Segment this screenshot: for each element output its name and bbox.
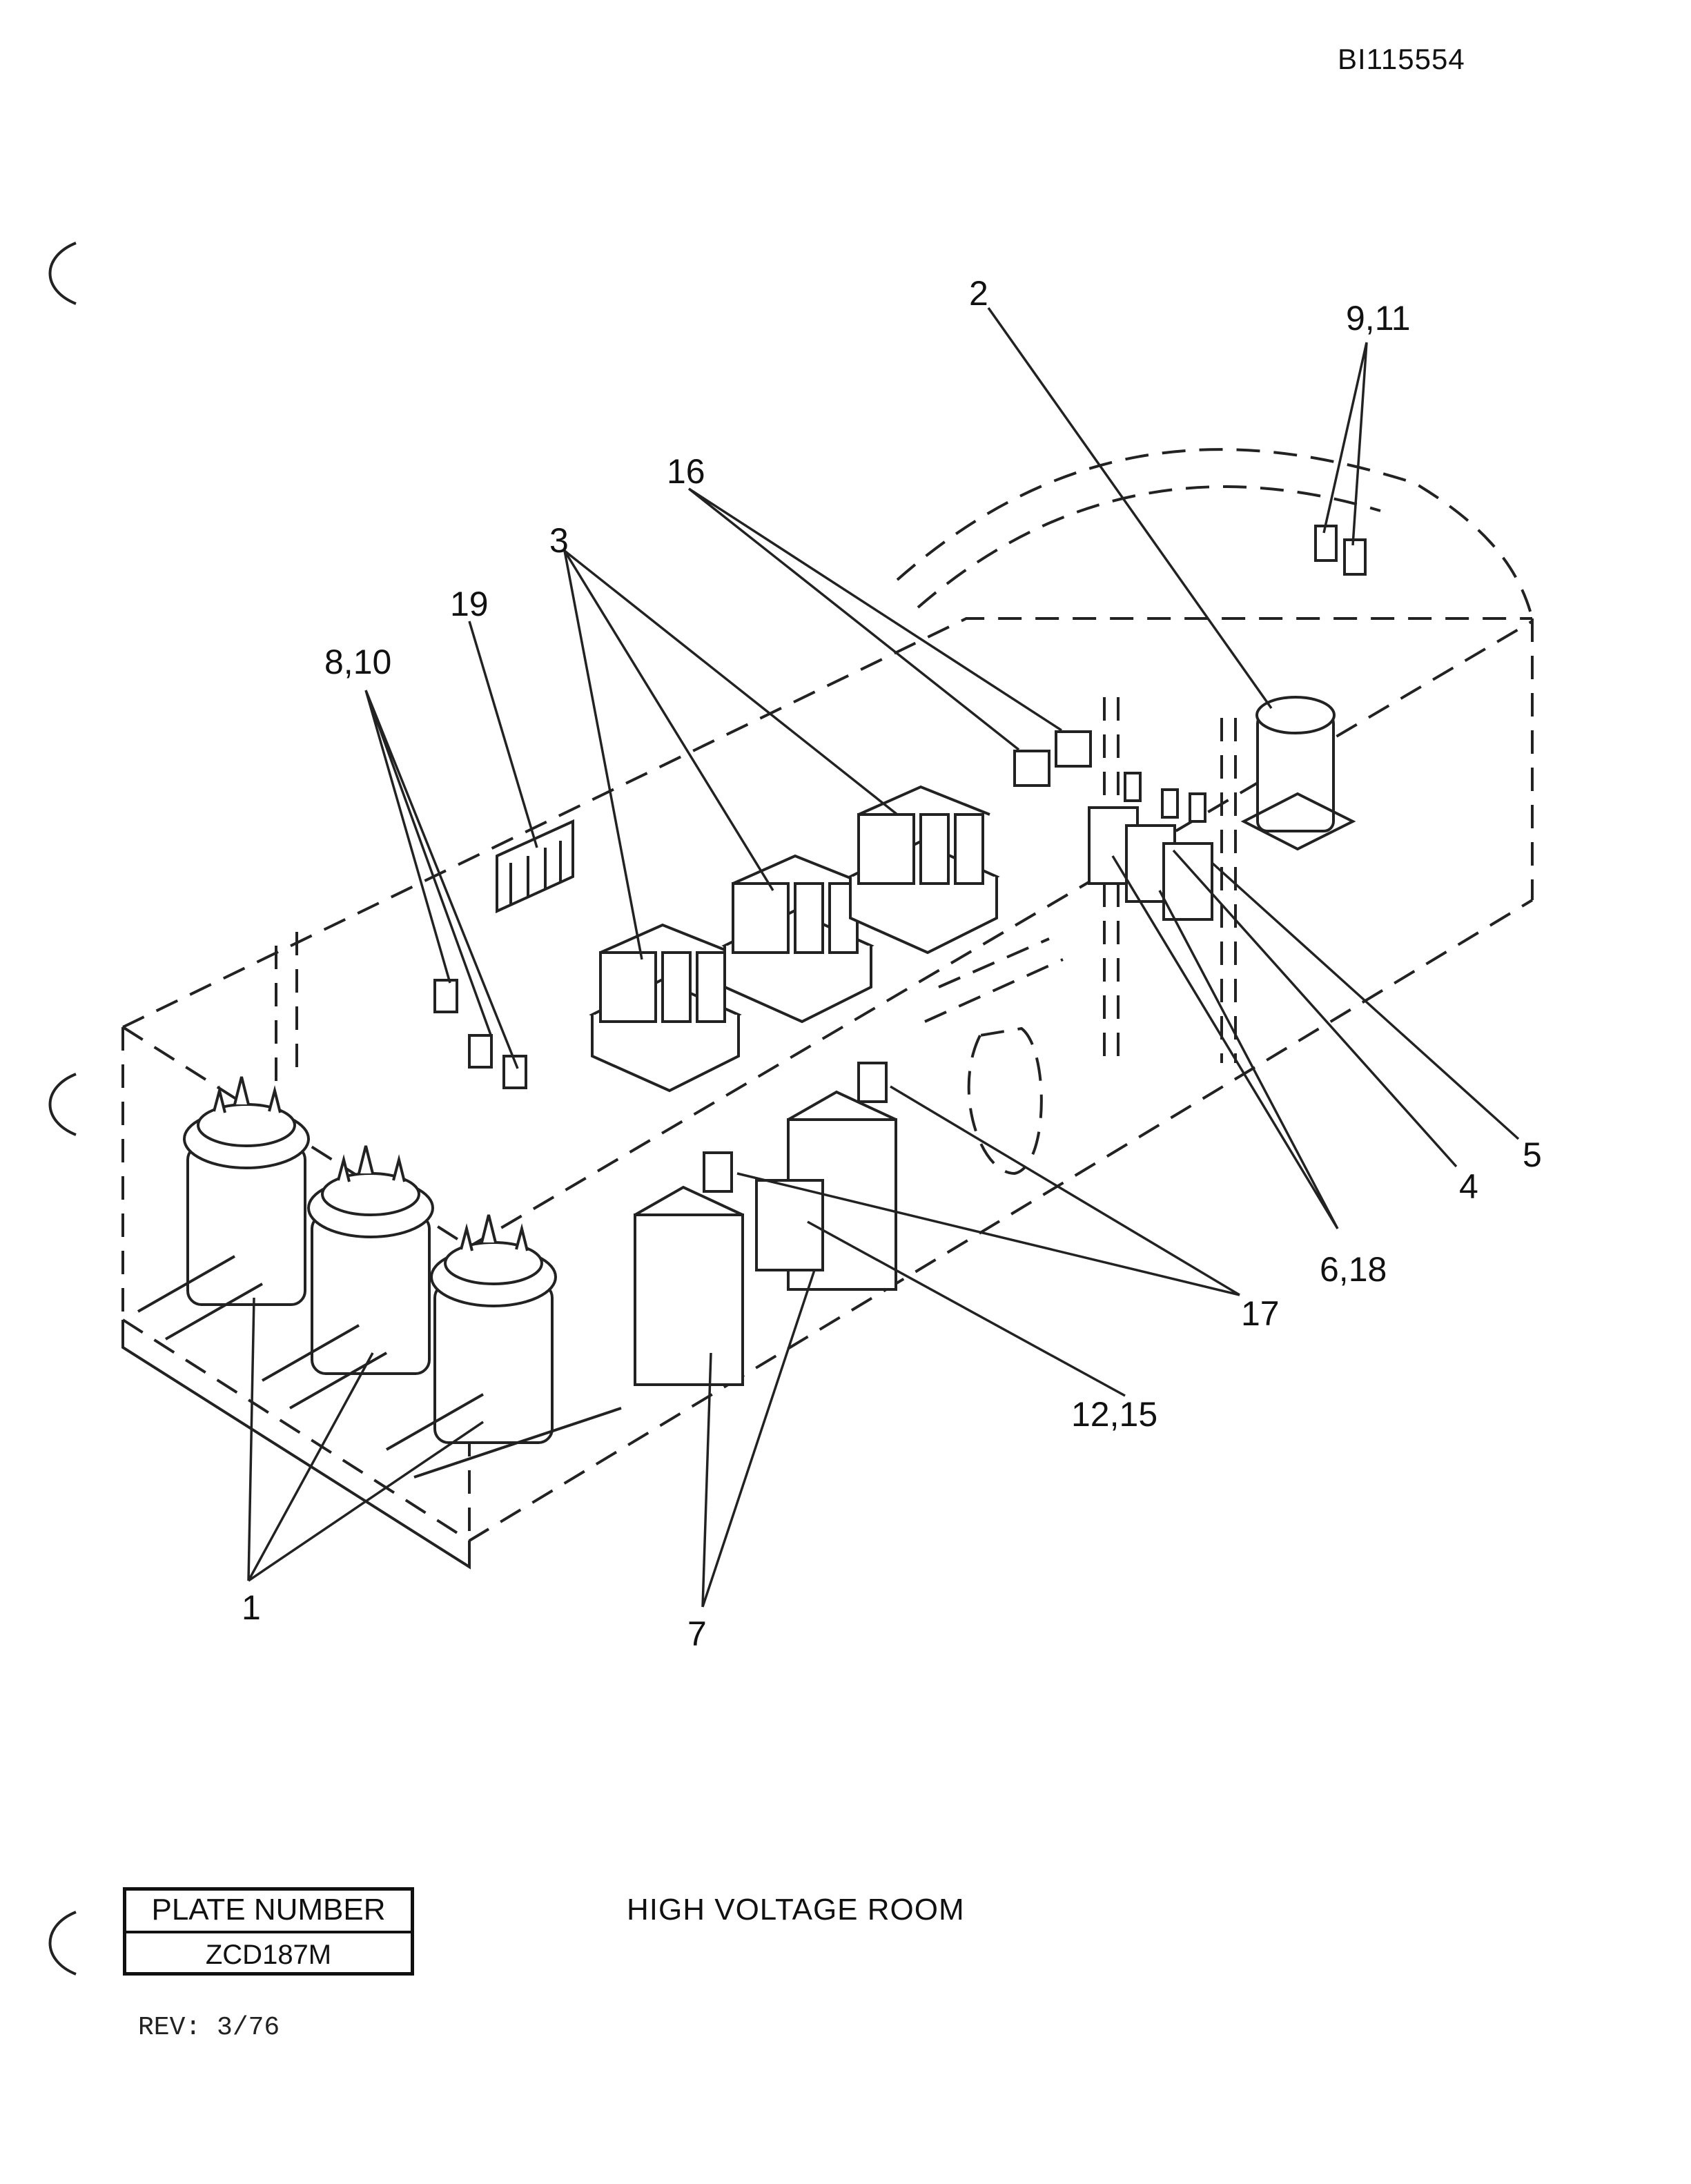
reactor-group — [589, 785, 1000, 1093]
connector-17b — [857, 1062, 888, 1103]
motor-2 — [1240, 696, 1356, 851]
leader-lines — [247, 306, 1520, 1608]
reactor-1 — [589, 923, 742, 1093]
callout-12-15: 12,15 — [1071, 1395, 1157, 1434]
diagram-title: HIGH VOLTAGE ROOM — [627, 1893, 965, 1927]
transformer-1 — [183, 1076, 310, 1306]
cabinet-group — [634, 1062, 897, 1386]
transformer-3 — [430, 1214, 557, 1444]
switchgear-4-5-6 — [1088, 772, 1213, 921]
rack-19 — [496, 819, 574, 914]
plate-label: PLATE NUMBER — [126, 1891, 411, 1933]
callout-6-18: 6,18 — [1320, 1250, 1387, 1289]
plate-number: ZCD187M — [205, 1940, 332, 1970]
devices-16 — [1013, 730, 1092, 787]
callout-7: 7 — [687, 1615, 707, 1653]
punch-hole-3 — [48, 1911, 77, 1976]
reactor-3 — [847, 785, 1000, 955]
devices-8-10 — [433, 979, 527, 1089]
punch-hole-2 — [48, 1073, 77, 1136]
floor-edge — [121, 1320, 471, 1570]
connector-17a — [703, 1151, 733, 1193]
reactor-2 — [721, 854, 874, 1024]
callout-labels: 2 9,11 16 3 19 8,10 5 4 6,18 17 12,15 7 … — [242, 274, 1542, 1653]
callout-1: 1 — [242, 1588, 261, 1627]
room-outline — [121, 448, 1534, 1543]
callout-2: 2 — [969, 274, 988, 313]
punch-hole-1 — [48, 242, 77, 305]
document-id: BI115554 — [1338, 43, 1465, 75]
callout-4: 4 — [1459, 1167, 1478, 1206]
callout-5: 5 — [1523, 1135, 1542, 1174]
plate-number-box: PLATE NUMBER ZCD187M — [123, 1887, 414, 1976]
devices-9-11 — [1314, 525, 1367, 576]
callout-17: 17 — [1241, 1294, 1280, 1333]
callout-8-10: 8,10 — [324, 643, 391, 681]
cabinet-7 — [634, 1213, 744, 1386]
transformer-group — [137, 1076, 622, 1479]
callout-3: 3 — [549, 521, 569, 560]
callout-16: 16 — [667, 452, 705, 491]
callout-19: 19 — [450, 585, 489, 623]
revision-label: REV: 3/76 — [138, 2013, 280, 2042]
callout-9-11: 9,11 — [1346, 299, 1411, 338]
transformer-2 — [307, 1145, 434, 1375]
